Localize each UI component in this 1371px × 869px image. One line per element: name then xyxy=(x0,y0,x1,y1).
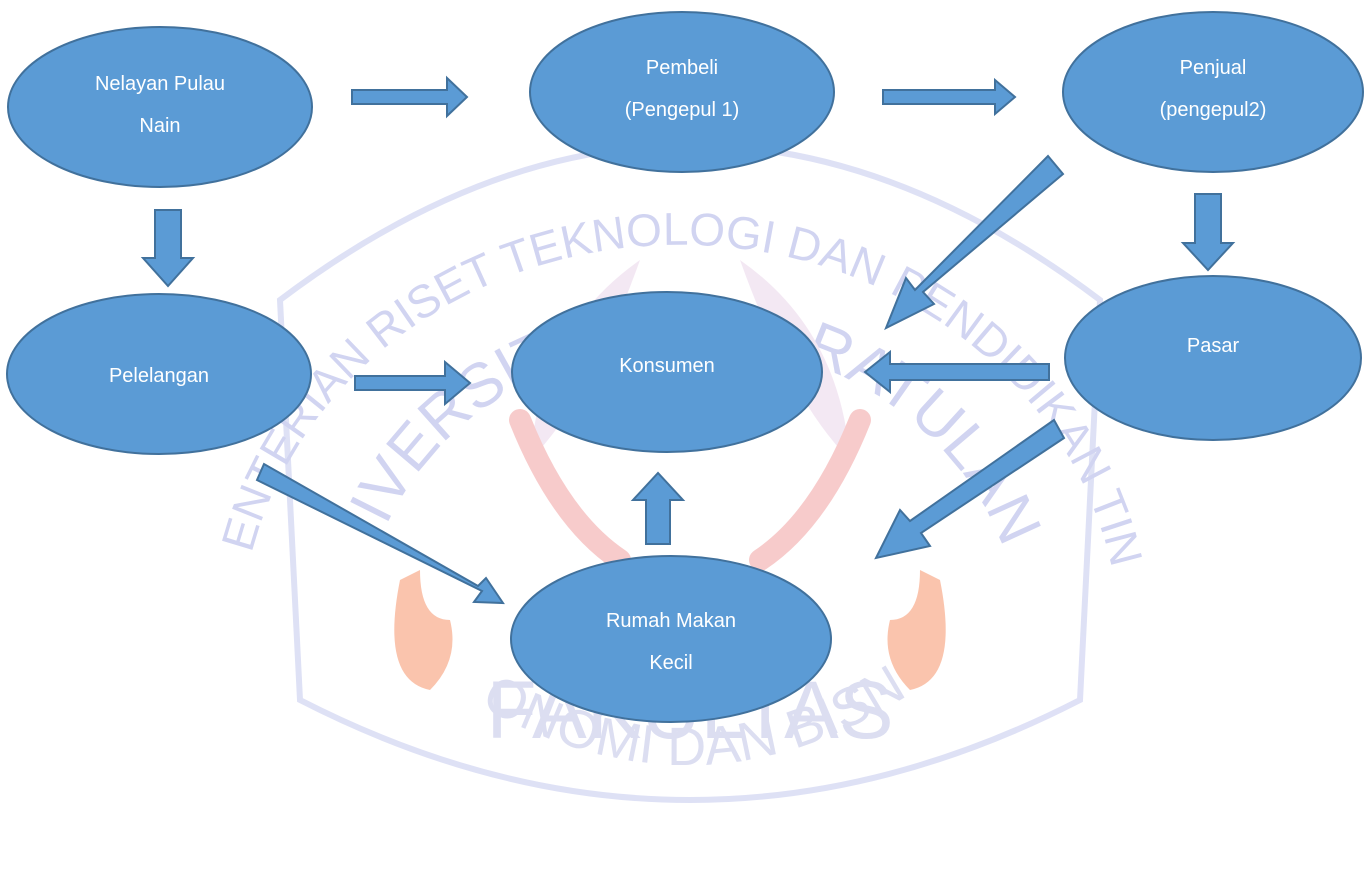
node-label-line2: (pengepul2) xyxy=(1160,99,1267,121)
arrow-penjual-to-pasar xyxy=(1180,193,1236,272)
node-pembeli: Pembeli (Pengepul 1) xyxy=(529,11,835,173)
node-shape xyxy=(1062,11,1364,173)
node-pasar: Pasar xyxy=(1064,275,1362,441)
arrow-pasar-to-rumah-makan xyxy=(874,418,1066,560)
node-shape xyxy=(510,555,832,723)
node-shape xyxy=(529,11,835,173)
watermark-left-flame xyxy=(394,570,453,690)
node-label-line1: Penjual xyxy=(1180,57,1247,79)
node-label-line1: Rumah Makan xyxy=(606,610,736,632)
node-rumah-makan-kecil: Rumah Makan Kecil xyxy=(510,555,832,723)
arrow-nelayan-to-pembeli xyxy=(351,75,469,119)
arrows-layer xyxy=(140,75,1236,605)
node-label-line1: Konsumen xyxy=(619,355,715,377)
node-nelayan-pulau-nain: Nelayan Pulau Nain xyxy=(7,26,313,188)
arrow-pembeli-to-penjual xyxy=(882,77,1017,117)
node-label-line1: Pasar xyxy=(1187,335,1240,357)
node-penjual: Penjual (pengepul2) xyxy=(1062,11,1364,173)
node-label-line1: Pembeli xyxy=(646,57,718,79)
watermark-shield-outline xyxy=(276,142,1104,803)
node-label-line1: Nelayan Pulau xyxy=(95,73,225,95)
watermark-emblem-right-ornament xyxy=(749,409,871,571)
node-label-line2: Kecil xyxy=(649,652,692,674)
arrow-nelayan-to-pelelangan xyxy=(140,209,196,288)
node-label-line2: Nain xyxy=(139,115,180,137)
arrow-pelelangan-to-konsumen xyxy=(354,359,472,407)
arrow-penjual-to-konsumen xyxy=(884,154,1065,331)
arrow-pelelangan-to-rumah-makan xyxy=(255,462,505,605)
node-shape xyxy=(7,26,313,188)
arrow-rumah-makan-to-konsumen xyxy=(630,471,686,545)
node-shape xyxy=(1064,275,1362,441)
watermark-emblem-left-ornament xyxy=(509,409,631,571)
node-label-line1: Pelelangan xyxy=(109,365,209,387)
node-label-line2: (Pengepul 1) xyxy=(625,99,740,121)
node-shape xyxy=(511,291,823,453)
arrow-pasar-to-konsumen xyxy=(863,349,1050,395)
node-shape xyxy=(6,293,312,455)
watermark-right-flame xyxy=(887,570,946,690)
node-konsumen: Konsumen xyxy=(511,291,823,453)
node-pelelangan: Pelelangan xyxy=(6,293,312,455)
